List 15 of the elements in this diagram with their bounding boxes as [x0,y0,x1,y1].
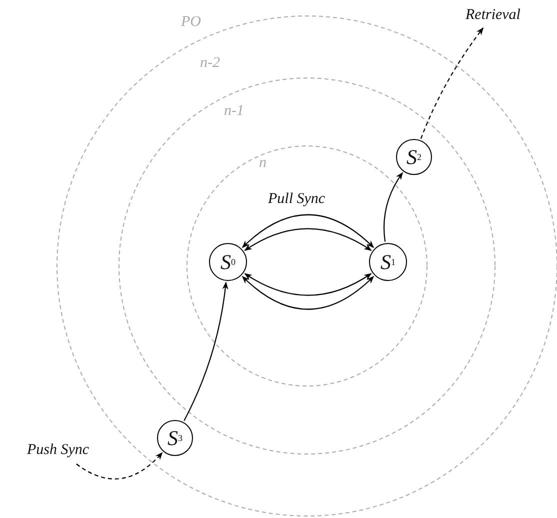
ring-label: PO [181,14,201,31]
double-arrow [242,276,374,310]
ring-label: n-2 [200,55,220,72]
arrow [420,27,484,139]
text-label: Push Sync [10,438,106,462]
arrow [184,282,228,421]
arrow [76,452,163,480]
text-label: Pull Sync [268,191,326,208]
arrow [384,172,403,242]
double-arrow [244,273,372,296]
double-arrow [242,214,374,248]
ring-label: n [259,155,266,172]
ring-label: n-1 [224,103,244,120]
text-label: Retrieval [452,4,534,26]
double-arrow [244,228,372,251]
